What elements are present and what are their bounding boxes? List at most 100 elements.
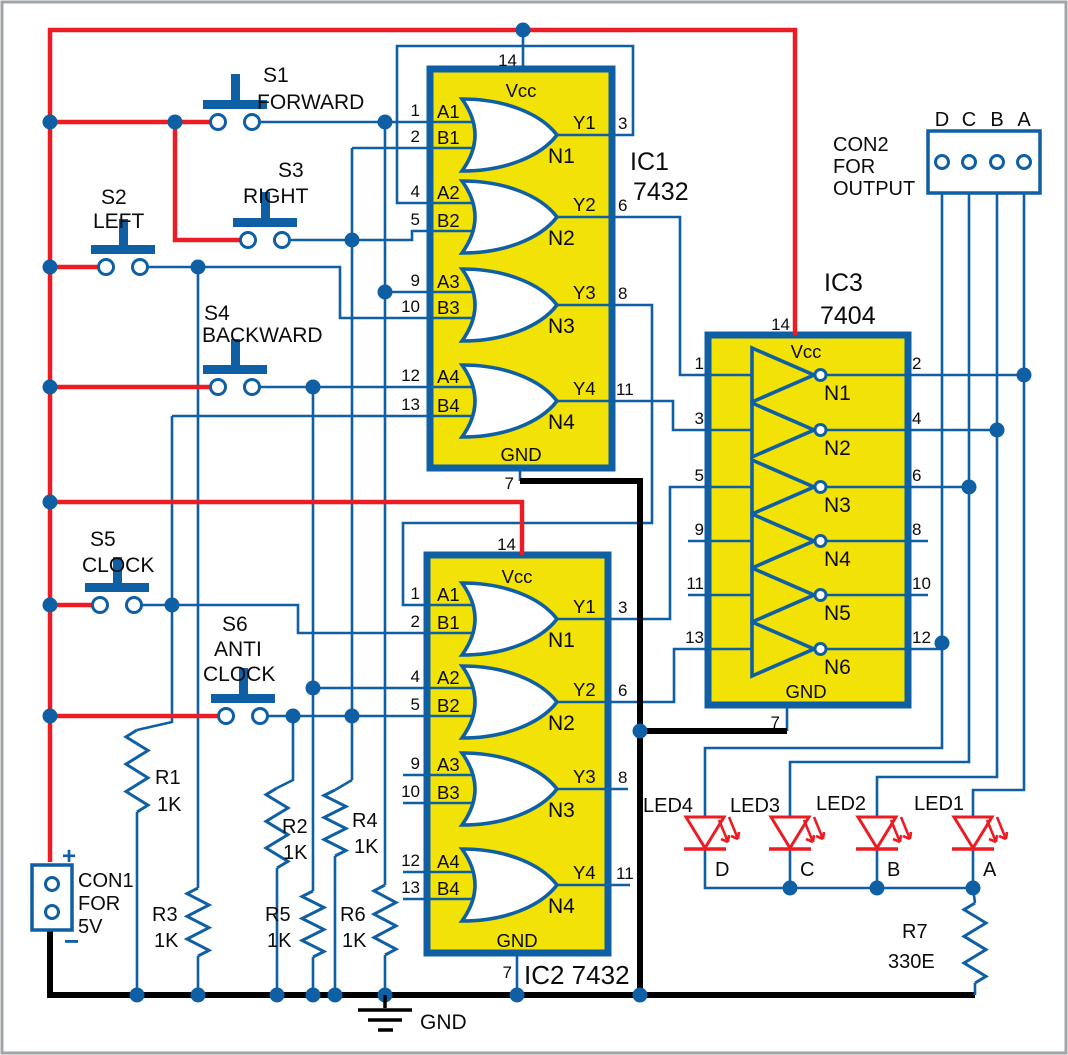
con1-line2: FOR bbox=[78, 893, 120, 915]
junction-dot bbox=[42, 494, 58, 510]
resistor-r2 bbox=[263, 786, 291, 870]
pin-label: 10 bbox=[401, 782, 420, 801]
junction-dot bbox=[1016, 367, 1032, 383]
or-gate-ic1-n1 bbox=[458, 97, 560, 173]
junction-dot bbox=[377, 114, 393, 130]
pin-label: 6 bbox=[618, 681, 627, 700]
switch-terminal bbox=[125, 596, 143, 614]
ic3-pin14: 14 bbox=[771, 315, 790, 334]
or-gate-ic2-n4 bbox=[458, 847, 560, 923]
gate-name: N5 bbox=[824, 602, 851, 625]
pin-name: A2 bbox=[437, 667, 460, 688]
s5-label: CLOCK bbox=[82, 554, 154, 577]
switch-s3-right[interactable] bbox=[233, 192, 297, 249]
r5-ref: R5 bbox=[265, 904, 291, 926]
ic2-vcc: Vcc bbox=[502, 566, 533, 587]
switch-stem bbox=[113, 557, 122, 584]
gate-name: N3 bbox=[548, 315, 575, 338]
junction-dot bbox=[515, 22, 531, 38]
gate-name: N4 bbox=[548, 411, 575, 434]
pin-name: A4 bbox=[437, 851, 460, 872]
r5-value: 1K bbox=[267, 930, 292, 952]
pin-label: 4 bbox=[411, 182, 420, 201]
gate-name: N6 bbox=[824, 656, 851, 679]
con1-pin-plus bbox=[44, 876, 60, 892]
pin-name: A2 bbox=[437, 182, 460, 203]
gate-name: N4 bbox=[548, 895, 575, 918]
earth-ground-icon bbox=[358, 995, 412, 1032]
gate-name: N2 bbox=[548, 712, 575, 735]
pin-label: 1 bbox=[411, 584, 420, 603]
switch-s2-left[interactable] bbox=[91, 219, 155, 276]
pin-label: 2 bbox=[411, 612, 420, 631]
pin-name: A1 bbox=[437, 101, 460, 122]
pin-label: 3 bbox=[618, 114, 627, 133]
r1-ref: R1 bbox=[155, 767, 181, 789]
switch-terminal bbox=[217, 707, 235, 725]
switch-s4-backward[interactable] bbox=[203, 339, 267, 396]
pin-name: B2 bbox=[437, 695, 460, 716]
r6-ref: R6 bbox=[340, 904, 366, 926]
r7-value: 330E bbox=[888, 951, 935, 973]
ic3-part: 7404 bbox=[820, 302, 876, 330]
switch-s5-clock[interactable] bbox=[85, 557, 149, 614]
junction-dot bbox=[42, 708, 58, 724]
junction-dot bbox=[285, 708, 301, 724]
resistor-r3 bbox=[183, 886, 213, 958]
switch-terminal bbox=[273, 231, 291, 249]
switch-bar bbox=[85, 583, 149, 592]
junction-dot bbox=[344, 708, 360, 724]
resistor-r5 bbox=[298, 889, 328, 959]
junction-dot bbox=[42, 259, 58, 275]
con2-connector bbox=[926, 129, 1042, 195]
s3-label: RIGHT bbox=[243, 185, 309, 208]
switch-terminal bbox=[97, 258, 115, 276]
led3-ref: LED3 bbox=[730, 795, 780, 817]
junction-dot bbox=[305, 680, 321, 696]
pin-label: 5 bbox=[411, 695, 420, 714]
pin-name: A3 bbox=[437, 754, 460, 775]
r2-ref: R2 bbox=[282, 816, 308, 838]
ground-wires bbox=[47, 478, 975, 998]
switch-terminal bbox=[251, 707, 269, 725]
led-triangle bbox=[855, 815, 899, 851]
switch-terminal bbox=[243, 378, 261, 396]
switch-s1-forward[interactable] bbox=[203, 74, 267, 131]
gate-name: N2 bbox=[548, 227, 575, 250]
pin-label: 12 bbox=[912, 628, 931, 647]
con2-pin-label-d: D bbox=[935, 109, 949, 131]
junction-dot bbox=[989, 422, 1005, 438]
pin-name: Y2 bbox=[573, 679, 596, 700]
resistor-leads bbox=[135, 812, 977, 995]
con1-ref: CON1 bbox=[78, 870, 134, 892]
pin-label: 8 bbox=[618, 768, 627, 787]
pin-label: 10 bbox=[912, 574, 931, 593]
pin-label: 6 bbox=[618, 196, 627, 215]
pin-label: 10 bbox=[401, 297, 420, 316]
led-triangle bbox=[768, 815, 812, 851]
led-emission-arrow-icon bbox=[889, 819, 903, 844]
pin-name: B4 bbox=[437, 395, 460, 416]
ic2-pin14: 14 bbox=[497, 535, 516, 554]
s4-ref: S4 bbox=[204, 302, 230, 325]
pin-label: 11 bbox=[686, 574, 704, 593]
pin-name: Y1 bbox=[573, 596, 596, 617]
switch-s6-anticlock[interactable] bbox=[211, 668, 275, 725]
resistor-r6 bbox=[370, 883, 400, 957]
pin-label: 12 bbox=[401, 851, 420, 870]
led-emission-arrow-icon bbox=[717, 819, 731, 844]
switch-terminal bbox=[243, 113, 261, 131]
signal-wires bbox=[136, 30, 1026, 995]
con1-body bbox=[30, 863, 74, 932]
ic2-pin7: 7 bbox=[503, 963, 512, 982]
inverter-ic3-n4 bbox=[750, 511, 828, 571]
r4-ref: R4 bbox=[352, 810, 378, 832]
switch-stem bbox=[231, 339, 240, 366]
junction-dot bbox=[782, 880, 798, 896]
inverter-ic3-n3 bbox=[750, 457, 828, 517]
pin-label: 13 bbox=[685, 628, 704, 647]
con2-pin-label-c: C bbox=[962, 109, 976, 131]
junction-dot bbox=[509, 987, 525, 1003]
con1-minus: − bbox=[64, 926, 79, 956]
gate-name: N4 bbox=[824, 548, 851, 571]
